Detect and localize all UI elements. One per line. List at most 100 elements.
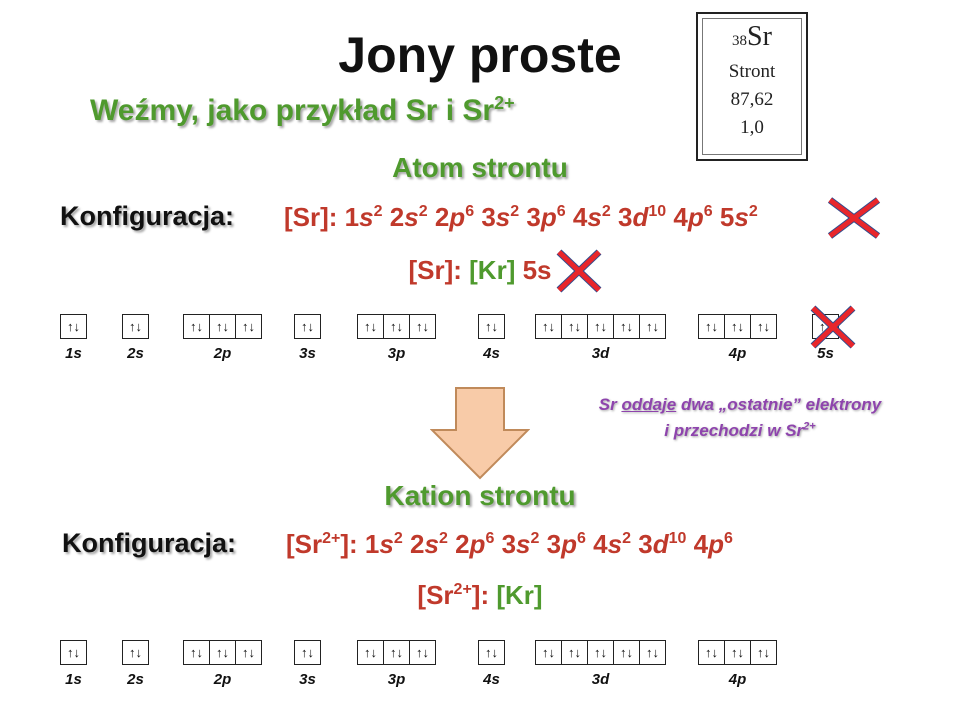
config-term: 2s2 [410, 529, 448, 559]
orbital-box: ↑↓ [294, 640, 321, 665]
atom-full-config: [Sr]: 1s2 2s2 2p6 3s2 3p6 4s2 3d10 4p6 5… [284, 202, 758, 232]
orbital-label: 2s [127, 671, 144, 688]
orbital-box: ↑↓ [294, 314, 321, 339]
cross-5s-orbital-icon [810, 305, 856, 349]
orbital-label: 3p [387, 345, 406, 362]
orbital-group-3p: ↑↓↑↓↑↓ [357, 640, 436, 665]
orbital-box: ↑↓ [535, 314, 562, 339]
element-name: Stront [728, 61, 776, 82]
orbital-group-2p: ↑↓↑↓↑↓ [183, 640, 262, 665]
orbital-group-3d: ↑↓↑↓↑↓↑↓↑↓ [535, 314, 666, 339]
orbital-box: ↑↓ [60, 314, 87, 339]
orbital-box: ↑↓ [235, 640, 262, 665]
slide-title: Jony proste [338, 27, 622, 83]
config-term: 5s2 [719, 202, 758, 232]
orbital-box: ↑↓ [750, 640, 777, 665]
orbital-group-3s: ↑↓ [294, 640, 321, 665]
atom-short-config: [Sr]: [Kr] 5s [408, 255, 552, 285]
cation-orbital-diagram: ↑↓1s↑↓2s↑↓↑↓↑↓2p↑↓3s↑↓↑↓↑↓3p↑↓4s↑↓↑↓↑↓↑↓… [0, 640, 960, 700]
orbital-label: 3s [299, 345, 316, 362]
cation-heading: Kation strontu [384, 480, 576, 511]
orbital-box: ↑↓ [357, 640, 384, 665]
orbital-group-3d: ↑↓↑↓↑↓↑↓↑↓ [535, 640, 666, 665]
atomic-number: 38 [732, 33, 748, 49]
config-term: 2s2 [389, 202, 428, 232]
orbital-box: ↑↓ [724, 640, 751, 665]
config-term: 3p6 [526, 202, 566, 232]
orbital-label: 3s [299, 671, 316, 688]
orbital-box: ↑↓ [357, 314, 384, 339]
config-term: 4p6 [693, 529, 733, 559]
orbital-box: ↑↓ [535, 640, 562, 665]
element-symbol: Sr [747, 21, 772, 52]
ionization-note: Sr oddaje dwa „ostatnie” elektrony i prz… [598, 395, 882, 440]
orbital-group-2s: ↑↓ [122, 640, 149, 665]
orbital-label: 1s [65, 671, 82, 688]
orbital-box: ↑↓ [183, 640, 210, 665]
orbital-group-1s: ↑↓ [60, 640, 87, 665]
orbital-box: ↑↓ [613, 640, 640, 665]
orbital-box: ↑↓ [561, 640, 588, 665]
orbital-box: ↑↓ [478, 640, 505, 665]
config-term: 4p6 [673, 202, 713, 232]
orbital-box: ↑↓ [60, 640, 87, 665]
orbital-label: 2s [127, 345, 144, 362]
orbital-group-4p: ↑↓↑↓↑↓ [698, 640, 777, 665]
config-term: 1s2 [344, 202, 383, 232]
config-term: 3p6 [546, 529, 586, 559]
orbital-label: 1s [65, 345, 82, 362]
orbital-label: 4p [728, 345, 747, 362]
orbital-group-2s: ↑↓ [122, 314, 149, 339]
config-term: 3s2 [501, 529, 540, 559]
orbital-box: ↑↓ [561, 314, 588, 339]
cation-short-config: [Sr2+]: [Kr] [417, 580, 543, 610]
orbital-box: ↑↓ [698, 314, 725, 339]
cross-5s-config-icon [827, 197, 881, 239]
orbital-box: ↑↓ [698, 640, 725, 665]
orbital-group-3s: ↑↓ [294, 314, 321, 339]
orbital-box: ↑↓ [750, 314, 777, 339]
orbital-group-4s: ↑↓ [478, 640, 505, 665]
orbital-box: ↑↓ [587, 314, 614, 339]
orbital-group-4s: ↑↓ [478, 314, 505, 339]
orbital-box: ↑↓ [724, 314, 751, 339]
orbital-box: ↑↓ [235, 314, 262, 339]
orbital-box: ↑↓ [209, 640, 236, 665]
cation-full-config: [Sr2+]: 1s2 2s2 2p6 3s2 3p6 4s2 3d10 4p6 [286, 529, 733, 559]
down-arrow-icon [430, 387, 530, 480]
config-term: 2p6 [455, 529, 495, 559]
atom-config-label: Konfiguracja: [60, 201, 235, 231]
config-term: 3d10 [638, 529, 687, 559]
orbital-label: 2p [213, 671, 232, 688]
subtitle: Weźmy, jako przykład Sr i Sr2+ [90, 93, 515, 127]
config-term: 3d10 [617, 202, 667, 232]
orbital-box: ↑↓ [587, 640, 614, 665]
cross-5s-short-icon [556, 249, 602, 293]
orbital-box: ↑↓ [183, 314, 210, 339]
config-term: 4s2 [593, 529, 631, 559]
config-term: 3s2 [481, 202, 520, 232]
orbital-box: ↑↓ [122, 640, 149, 665]
orbital-label: 4p [728, 671, 747, 688]
orbital-label: 5s [817, 345, 834, 362]
atom-heading: Atom strontu [392, 152, 568, 183]
orbital-box: ↑↓ [383, 314, 410, 339]
atomic-mass: 87,62 [730, 89, 774, 110]
orbital-label: 3d [591, 345, 610, 362]
element-card: 38Sr Stront 87,62 1,0 [696, 12, 808, 161]
orbital-group-2p: ↑↓↑↓↑↓ [183, 314, 262, 339]
orbital-group-3p: ↑↓↑↓↑↓ [357, 314, 436, 339]
orbital-label: 4s [483, 345, 500, 362]
orbital-label: 3d [591, 671, 610, 688]
orbital-box: ↑↓ [209, 314, 236, 339]
config-term: 2p6 [434, 202, 475, 232]
electronegativity: 1,0 [740, 117, 764, 138]
orbital-box: ↑↓ [478, 314, 505, 339]
cation-config-label: Konfiguracja: [62, 528, 237, 558]
orbital-label: 3p [387, 671, 406, 688]
config-term: 4s2 [572, 202, 611, 232]
orbital-box: ↑↓ [409, 640, 436, 665]
orbital-group-1s: ↑↓ [60, 314, 87, 339]
orbital-label: 4s [483, 671, 500, 688]
orbital-box: ↑↓ [613, 314, 640, 339]
